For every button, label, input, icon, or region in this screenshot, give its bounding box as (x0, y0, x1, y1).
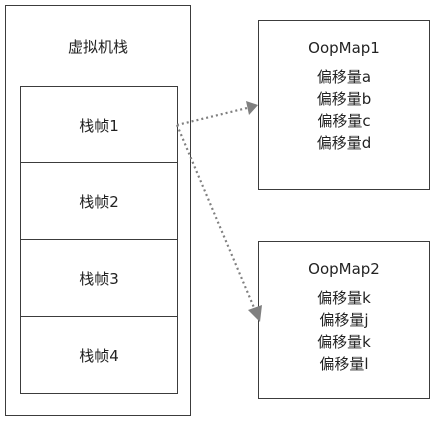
oopmap2-entry: 偏移量j (319, 311, 369, 329)
oopmap2-title: OopMap2 (308, 260, 380, 278)
oopmap2-entries: 偏移量k 偏移量j 偏移量k 偏移量l (259, 287, 429, 375)
oopmap2-entry: 偏移量k (317, 289, 371, 307)
stack-frame-4: 栈帧4 (20, 316, 178, 394)
vm-stack-title: 虚拟机栈 (67, 38, 128, 56)
oopmap2-entry: 偏移量l (319, 355, 369, 373)
oopmap1-box: OopMap1 偏移量a 偏移量b 偏移量c 偏移量d (258, 20, 430, 190)
oopmap1-title: OopMap1 (308, 39, 380, 57)
oopmap1-entries: 偏移量a 偏移量b 偏移量c 偏移量d (259, 66, 429, 154)
oopmap1-entry: 偏移量a (316, 68, 372, 86)
arrow-frame1-to-oopmap1 (176, 101, 258, 127)
oopmap2-entry: 偏移量k (317, 333, 371, 351)
oopmap1-entry: 偏移量b (316, 90, 372, 108)
arrow-frame1-to-oopmap2 (175, 124, 262, 322)
oopmap1-entry: 偏移量c (317, 112, 371, 130)
stack-frame-2: 栈帧2 (20, 162, 178, 240)
stack-frame-1: 栈帧1 (20, 86, 178, 164)
oopmap1-entry: 偏移量d (316, 134, 372, 152)
